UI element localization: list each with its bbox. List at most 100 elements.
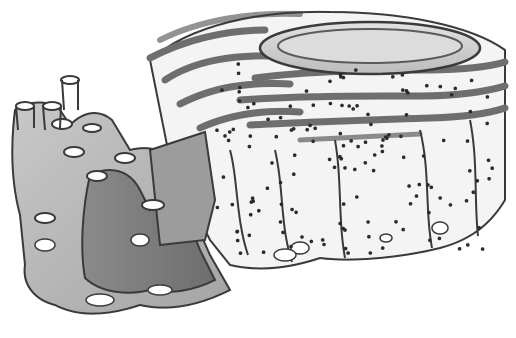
ribosome-dot — [235, 230, 239, 234]
ribosome-dot — [454, 87, 458, 91]
ribosome-dot — [236, 239, 240, 243]
ribosome-dot — [343, 166, 347, 170]
ribosome-dot — [270, 161, 274, 165]
ribosome-dot — [249, 213, 253, 217]
ribosome-dot — [223, 134, 227, 138]
ribosome-dot — [387, 133, 391, 137]
smooth-er-gap-3 — [148, 285, 172, 295]
ribosome-dot — [248, 234, 252, 238]
ribosome-dot — [466, 243, 470, 247]
ribosome-dot — [381, 150, 385, 154]
ribosome-dot — [426, 183, 430, 187]
ribosome-dot — [310, 240, 314, 244]
ribosome-dot — [340, 104, 344, 108]
ribosome-dot — [409, 202, 413, 206]
ribosome-dot — [216, 206, 220, 210]
ribosome-dot — [279, 220, 283, 224]
tubule-opening-6 — [64, 147, 84, 157]
ribosome-dot — [427, 211, 431, 215]
ribosome-dot — [266, 118, 270, 122]
ribosome-dot — [487, 177, 491, 181]
tubule-opening-9 — [142, 200, 164, 210]
ribosome-dot — [476, 179, 480, 183]
ribosome-dot — [430, 186, 434, 190]
ribosome-dot — [346, 251, 350, 255]
ribosome-dot — [415, 194, 419, 198]
ribosome-dot — [237, 62, 241, 66]
ribosome-dot — [344, 247, 348, 251]
ribosome-dot — [239, 251, 243, 255]
ribosome-dot — [384, 135, 388, 139]
smooth-er-gap-1 — [35, 239, 55, 251]
ribosome-dot — [329, 102, 333, 106]
ribosome-dot — [292, 172, 296, 176]
ribosome-dot — [418, 183, 422, 187]
ribosome-dot — [366, 113, 370, 117]
ribosome-dot — [257, 209, 261, 213]
ribosome-dot — [347, 104, 351, 108]
ribosome-dot — [308, 124, 312, 128]
ribosome-dot — [328, 158, 332, 162]
ribosome-dot — [251, 199, 255, 203]
nuclear-envelope-inner — [278, 29, 462, 63]
ribosome-dot — [289, 245, 293, 249]
ribosome-dot — [402, 156, 406, 160]
ribosome-dot — [227, 139, 231, 143]
ribosome-dot — [477, 226, 481, 230]
ribosome-dot — [305, 89, 309, 93]
rough-er-fenestra-3 — [380, 234, 392, 242]
ribosome-dot — [487, 159, 491, 163]
ribosome-dot — [401, 228, 405, 232]
ribosome-dot — [321, 238, 325, 242]
nuclear-envelope — [260, 22, 480, 74]
ribosome-dot — [322, 243, 326, 247]
ribosome-dot — [442, 139, 446, 143]
ribosome-dot — [481, 247, 485, 251]
ribosome-dot — [281, 231, 285, 235]
ribosome-dot — [449, 203, 453, 207]
ribosome-dot — [280, 203, 284, 207]
ribosome-dot — [428, 239, 432, 243]
tubule-opening-10 — [35, 213, 55, 223]
ribosome-dot — [238, 99, 242, 103]
ribosome-dot — [289, 104, 293, 108]
tubule-opening-4 — [52, 119, 72, 129]
ribosome-dot — [407, 184, 411, 188]
ribosome-dot — [275, 135, 279, 139]
ribosome-dot — [305, 128, 309, 132]
ribosome-dot — [355, 104, 359, 108]
ribosome-dot — [356, 145, 360, 149]
ribosome-dot — [339, 132, 343, 136]
ribosome-dot — [490, 166, 494, 170]
ribosome-dot — [366, 220, 370, 224]
ribosome-dot — [381, 246, 385, 250]
smooth-er-gap-5 — [274, 249, 296, 261]
ribosome-dot — [338, 222, 342, 226]
ribosome-dot — [353, 168, 357, 172]
ribosome-dot — [401, 73, 405, 77]
ribosome-dot — [279, 116, 283, 120]
ribosome-dot — [342, 144, 346, 148]
ribosome-dot — [438, 237, 442, 241]
tubule-opening-5 — [83, 124, 101, 132]
ribosome-dot — [380, 144, 384, 148]
ribosome-dot — [349, 139, 353, 143]
ribosome-dot — [485, 122, 489, 126]
ribosome-dot — [222, 175, 226, 179]
ribosome-dot — [369, 251, 373, 255]
ribosome-dot — [381, 138, 385, 142]
ribosome-dot — [399, 135, 403, 139]
ribosome-dot — [279, 181, 283, 185]
ribosome-dot — [237, 72, 241, 76]
ribosome-dot — [391, 75, 395, 79]
ribosome-dot — [422, 154, 426, 158]
smooth-er-gap-4 — [131, 234, 149, 246]
ribosome-dot — [373, 153, 377, 157]
ribosome-dot — [364, 161, 368, 165]
ribosome-dot — [405, 113, 409, 117]
ribosome-dot — [355, 195, 359, 199]
ribosome-dot — [406, 91, 410, 95]
ribosome-dot — [341, 227, 345, 231]
ribosome-dot — [351, 107, 355, 111]
